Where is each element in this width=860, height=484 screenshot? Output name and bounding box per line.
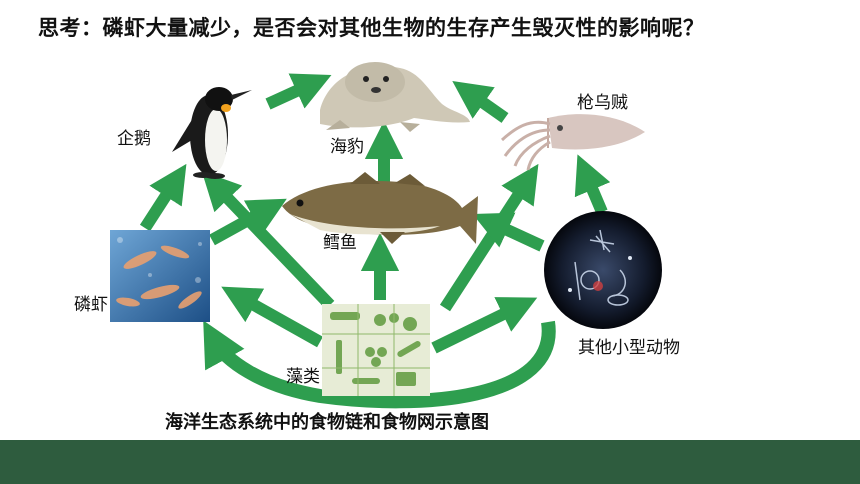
arrow-small-animals-to-krill [203,320,556,409]
seal-image [320,62,470,132]
diagram-caption: 海洋生态系统中的食物链和食物网示意图 [165,412,489,433]
page-title: 思考：磷虾大量减少，是否会对其他生物的生存产生毁灭性的影响呢？ [38,16,705,40]
squid-image [500,114,645,171]
arrow-squid-to-seal [452,80,509,123]
krill-image [110,230,210,322]
arrow-algae-to-krill [221,286,323,348]
arrow-krill-to-cod [209,198,287,246]
arrow-algae-to-penguin [201,171,335,310]
food-web-diagram [110,62,662,409]
arrow-krill-to-penguin [139,163,187,232]
label-small-animals: 其他小型动物 [578,338,680,358]
label-squid: 枪乌贼 [577,93,628,113]
small-animals-image [544,211,662,329]
label-algae: 藻类 [286,367,320,387]
arrow-penguin-to-seal [265,73,332,110]
algae-image [322,304,430,396]
label-penguin: 企鹅 [117,129,151,149]
penguin-image [172,87,252,179]
label-cod: 鳕鱼 [323,233,357,253]
arrow-small-animals-to-cod [472,212,545,252]
footer-band [0,440,860,484]
food-web-arrows [139,73,611,354]
arrow-algae-to-squid [439,163,539,312]
cod-image [282,172,478,244]
arrow-small-animals-to-squid [574,154,611,215]
label-krill: 磷虾 [74,295,108,315]
arrow-algae-to-small-animals [431,297,538,354]
label-seal: 海豹 [330,137,364,157]
